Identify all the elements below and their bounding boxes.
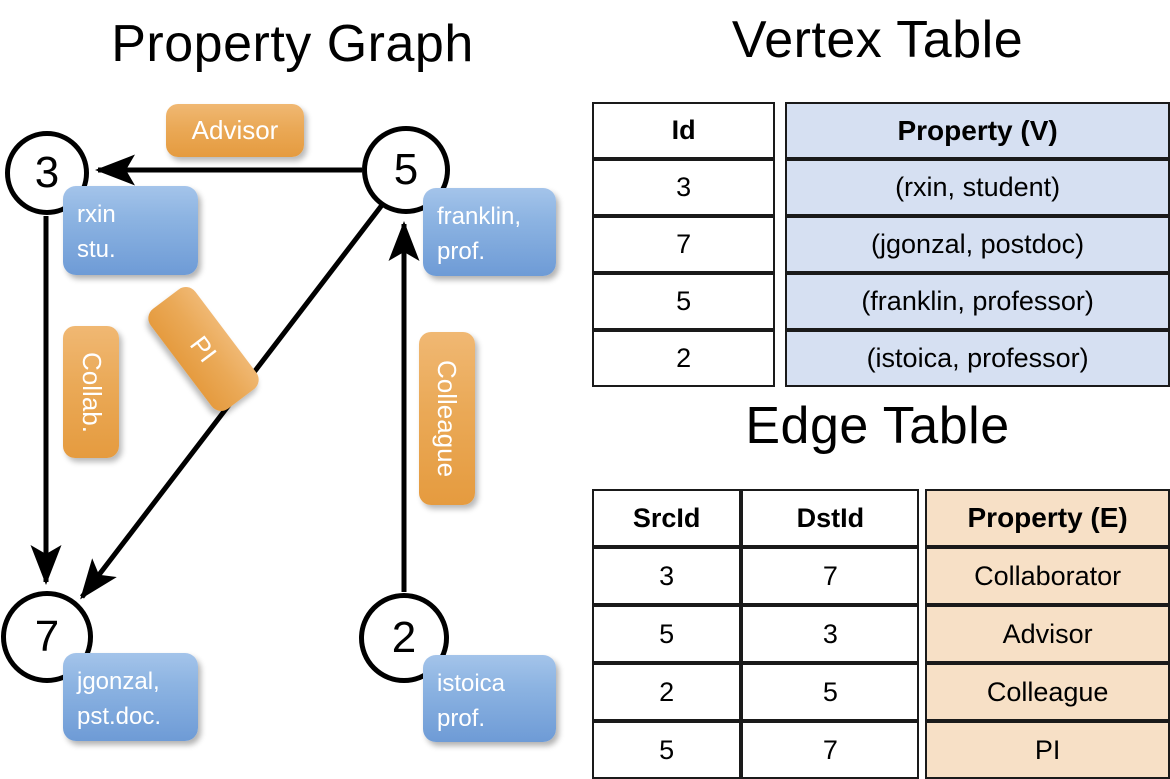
vertex-property-7-line1: jgonzal, [77,668,160,695]
edge-row-1-dst: 3 [741,605,920,663]
vertex-table-column-gap [775,159,786,216]
vertex-table-column-gap [775,216,786,273]
edge-row-0-property: Collaborator [925,547,1170,605]
page-title-vertex-table: Vertex Table [731,11,1024,69]
edge-property-box-colleague: Colleague [419,332,475,505]
vertex-table-header-id: Id [592,102,776,159]
edge-table-column-gap [919,663,926,721]
vertex-table-column-gap [775,330,786,387]
vertex-property-3-line2: stu. [77,235,116,263]
page-title-edge-table: Edge Table [745,397,1010,455]
edge-row-3-property: PI [925,721,1170,779]
table-row: 2 (istoica, professor) [592,330,1170,387]
vertex-property-2-line2: prof. [437,704,486,732]
edge-row-2-dst: 5 [741,663,920,721]
edge-row-1-src: 5 [592,605,742,663]
vertex-property-box-2: istoica prof. [423,655,556,742]
table-row: 2 5 Colleague [592,663,1170,721]
vertex-row-3-property: (istoica, professor) [785,330,1170,387]
vertex-property-5-line2: prof. [437,237,486,265]
property-graph-panel: Property Graph 3 5 7 2 rxin stu. frankli… [0,0,585,760]
vertex-row-2-id: 5 [592,273,776,330]
graph-node-3-label: 3 [34,148,60,197]
graph-node-5[interactable]: 5 [362,126,450,214]
edge-table-header-property: Property (E) [925,489,1170,547]
table-row: 5 (franklin, professor) [592,273,1170,330]
graph-node-3[interactable]: 3 [5,131,89,215]
edge-table-column-gap [919,547,926,605]
edge-row-3-src: 5 [592,721,742,779]
table-row: 3 (rxin, student) [592,159,1170,216]
vertex-row-1-property: (jgonzal, postdoc) [785,216,1170,273]
graph-node-7-label: 7 [34,612,60,661]
edge-row-1-property: Advisor [925,605,1170,663]
page-title-property-graph: Property Graph [111,15,474,73]
vertex-table-column-gap [775,102,786,159]
vertex-table: Id Property (V) 3 (rxin, student) 7 (jgo… [592,102,1170,387]
edge-property-box-advisor: Advisor [166,104,304,157]
vertex-property-box-7: jgonzal, pst.doc. [63,653,198,741]
table-row: 7 (jgonzal, postdoc) [592,216,1170,273]
edge-table-header-row: SrcId DstId Property (E) [592,489,1170,547]
edge-table-column-gap [919,721,926,779]
vertex-table-header-property: Property (V) [785,102,1170,159]
vertex-table-column-gap [775,273,786,330]
edge-table: SrcId DstId Property (E) 3 7 Collaborato… [592,489,1170,779]
edge-table-column-gap [919,489,926,547]
edge-property-collaborator-label: Collab. [76,351,107,433]
vertex-row-0-property: (rxin, student) [785,159,1170,216]
edge-row-2-property: Colleague [925,663,1170,721]
vertex-row-2-property: (franklin, professor) [785,273,1170,330]
vertex-property-2-line1: istoica [437,670,506,697]
table-row: 5 3 Advisor [592,605,1170,663]
vertex-row-0-id: 3 [592,159,776,216]
edge-row-2-src: 2 [592,663,742,721]
edge-property-colleague-label: Colleague [432,359,463,478]
edge-row-3-dst: 7 [741,721,920,779]
edge-property-pi-label: PI [184,329,224,368]
edge-table-header-dstid: DstId [741,489,920,547]
vertex-row-1-id: 7 [592,216,776,273]
edge-table-column-gap [919,605,926,663]
edge-table-header-srcid: SrcId [592,489,742,547]
graph-node-5-label: 5 [393,145,419,194]
edge-row-0-dst: 7 [741,547,920,605]
table-row: 3 7 Collaborator [592,547,1170,605]
vertex-property-3-line1: rxin [77,201,116,228]
vertex-property-7-line2: pst.doc. [77,702,162,730]
vertex-property-box-3: rxin stu. [63,186,198,275]
edge-row-0-src: 3 [592,547,742,605]
vertex-property-box-5: franklin, prof. [423,188,556,276]
edge-property-box-collaborator: Collab. [63,326,119,458]
edge-property-box-pi: PI [143,282,264,416]
vertex-table-header-row: Id Property (V) [592,102,1170,159]
table-row: 5 7 PI [592,721,1170,779]
vertex-property-5-line1: franklin, [437,203,522,230]
vertex-row-3-id: 2 [592,330,776,387]
graph-node-2-label: 2 [391,613,417,662]
edge-property-advisor-label: Advisor [191,115,279,145]
